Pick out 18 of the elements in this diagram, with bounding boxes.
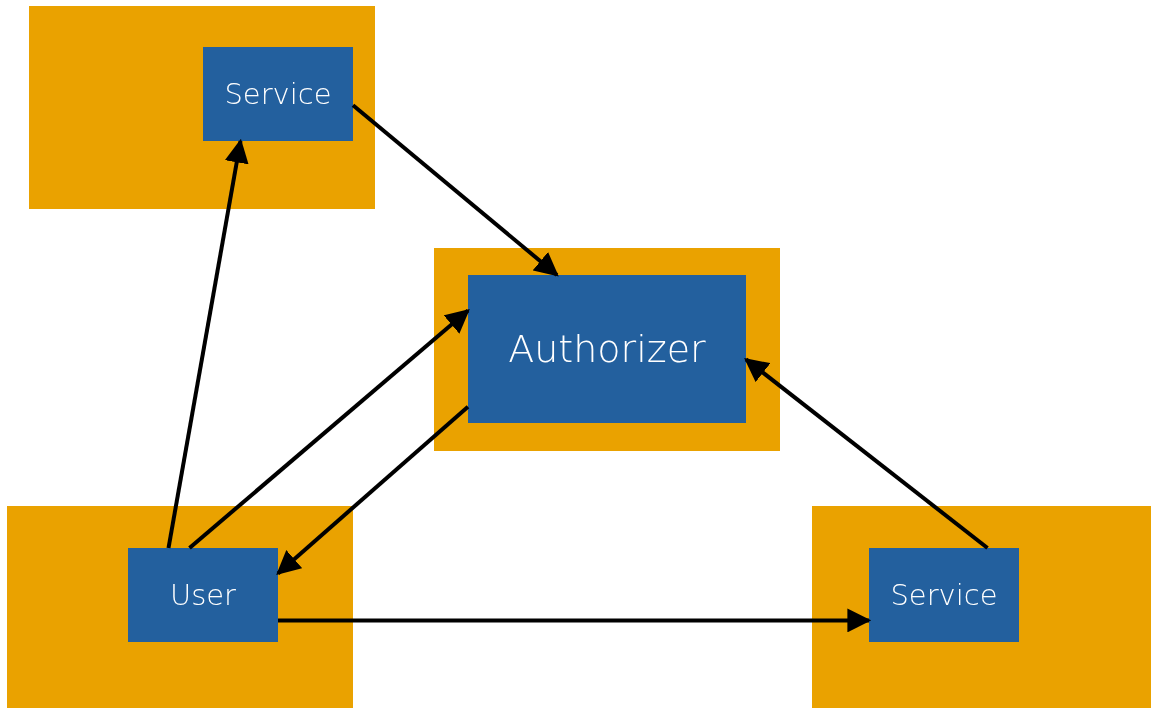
- arrow: [166, 138, 249, 549]
- component-label: Service: [890, 578, 998, 612]
- component-box: [128, 548, 278, 642]
- group-area: [7, 506, 353, 708]
- component-label: Service: [224, 77, 332, 111]
- arrow: [278, 608, 872, 633]
- arrow: [351, 103, 559, 277]
- component-box: [203, 47, 353, 141]
- component-label: Authorizer: [508, 327, 706, 371]
- component-box: [468, 275, 746, 423]
- group-area: [434, 248, 780, 451]
- component-box: [869, 548, 1019, 642]
- arrow: [744, 357, 989, 550]
- group-area: [812, 506, 1151, 708]
- group-area: [29, 6, 375, 209]
- arrow: [188, 308, 470, 550]
- arrow: [276, 405, 470, 575]
- component-label: User: [169, 578, 237, 612]
